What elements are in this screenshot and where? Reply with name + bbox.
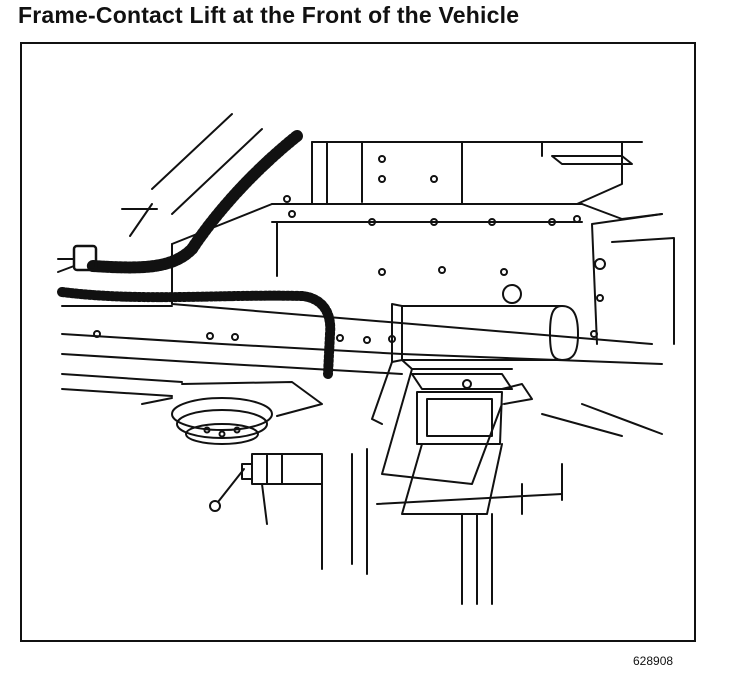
spring-seat xyxy=(141,381,323,445)
lift-post xyxy=(321,403,663,605)
floor-pan xyxy=(283,141,643,205)
bracket-callout xyxy=(209,453,323,525)
figure-number: 628908 xyxy=(633,654,674,668)
contact-block xyxy=(401,373,533,515)
shadow-lines xyxy=(121,113,263,237)
wiring-harness xyxy=(57,130,336,379)
lift-pad xyxy=(371,303,579,485)
figure-title: Frame-Contact Lift at the Front of the V… xyxy=(18,2,520,28)
illustration-frame xyxy=(20,42,696,642)
vehicle-underbody-illustration xyxy=(57,113,675,605)
